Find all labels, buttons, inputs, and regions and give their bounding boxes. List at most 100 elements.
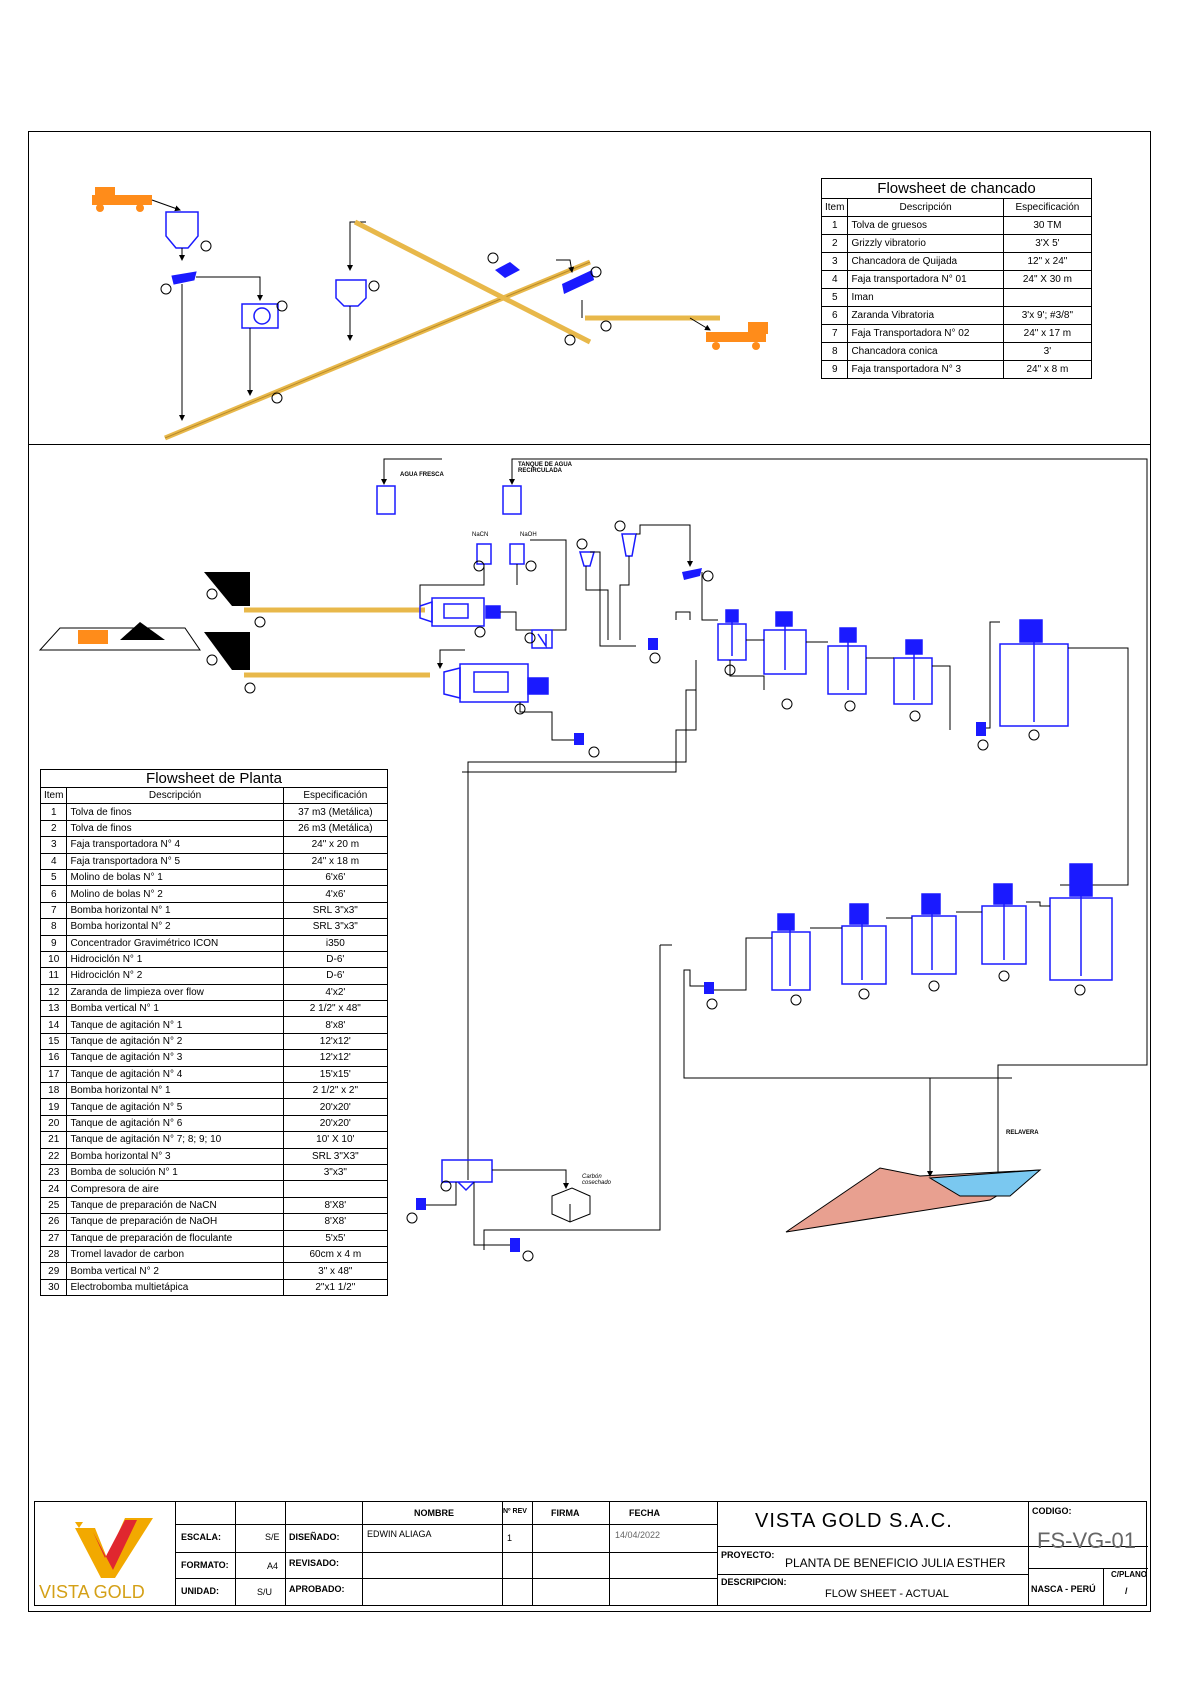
item-number: 1 <box>39 803 68 821</box>
item-specification: 20'x20' <box>282 1114 389 1133</box>
item-specification: 8'x8' <box>282 1016 389 1034</box>
item-description: Faja transportadora N° 5 <box>66 852 284 870</box>
col-header: Especificación <box>1002 198 1093 217</box>
stockpile-icon <box>38 622 201 651</box>
fine-hopper-1-icon <box>204 572 250 606</box>
item-number: 8 <box>820 342 849 361</box>
item-description: Bomba horizontal N° 1 <box>66 901 284 920</box>
item-description: Zaranda Vibratoria <box>847 306 1004 325</box>
plan-label: C/PLANO <box>1111 1570 1147 1579</box>
pump-8-icon <box>648 638 658 650</box>
unit-label: UNIDAD: <box>181 1586 219 1596</box>
section-divider <box>28 444 1151 445</box>
item-specification: 24" x 20 m <box>282 836 389 854</box>
recirculated-water-label: TANQUE DE AGUA RECIRCULADA <box>518 462 572 474</box>
designed-label: DISEÑADO: <box>289 1532 340 1542</box>
logo-text: VISTA GOLD <box>39 1582 145 1602</box>
project-value: PLANTA DE BENEFICIO JULIA ESTHER <box>785 1556 1006 1570</box>
fresh-water-label: AGUA FRESCA <box>400 472 444 478</box>
item-specification: 24" x 18 m <box>282 852 389 870</box>
item-specification: 4'x2' <box>282 983 389 1002</box>
item-description: Molino de bolas N° 1 <box>66 868 284 887</box>
carbon-trommel-icon <box>441 1159 493 1192</box>
nacn-label: NaCN <box>472 532 489 538</box>
item-description: Chancadora de Quijada <box>847 252 1004 271</box>
item-specification: 60cm x 4 m <box>282 1245 389 1264</box>
item-number: 10 <box>39 950 68 969</box>
item-number: 2 <box>39 819 68 838</box>
ball-mill-1-icon <box>419 597 501 627</box>
hydrocyclone-1-icon <box>579 551 595 567</box>
item-number: 27 <box>39 1229 68 1247</box>
description-value: FLOW SHEET - ACTUAL <box>825 1588 949 1600</box>
item-specification: 30 TM <box>1002 216 1093 235</box>
item-number: 29 <box>39 1262 68 1280</box>
item-description: Hidrociclón N° 1 <box>66 950 284 969</box>
designed-date: 14/04/2022 <box>615 1530 661 1540</box>
tailings-label: RELAVERA <box>1006 1130 1039 1136</box>
description-label: DESCRIPCION: <box>721 1577 787 1587</box>
rev-header: Nº REV <box>503 1508 527 1515</box>
item-description: Faja transportadora N° 01 <box>847 270 1004 289</box>
ball-mill-2-icon <box>443 663 549 703</box>
cleaning-screen-icon <box>682 568 702 580</box>
item-number: 26 <box>39 1213 68 1231</box>
name-header: NOMBRE <box>414 1508 454 1518</box>
item-description: Tanque de agitación N° 2 <box>66 1032 284 1051</box>
item-number: 20 <box>39 1114 68 1133</box>
item-number: 15 <box>39 1032 68 1051</box>
item-number: 18 <box>39 1082 68 1100</box>
item-number: 23 <box>39 1163 68 1182</box>
item-description: Tolva de gruesos <box>847 216 1004 235</box>
truck-icon <box>92 187 152 212</box>
item-number: 16 <box>39 1049 68 1067</box>
item-specification: 12" x 24" <box>1002 252 1093 271</box>
item-specification: 6'x6' <box>282 868 389 887</box>
item-number: 30 <box>39 1278 68 1297</box>
agitation-tank-21d-icon <box>771 913 811 991</box>
item-description: Compresora de aire <box>66 1180 284 1198</box>
col-header: Especificación <box>282 786 389 805</box>
item-description: Bomba horizontal N° 3 <box>66 1147 284 1165</box>
item-description: Concentrador Gravimétrico ICON <box>66 934 284 952</box>
item-number: 5 <box>820 288 849 307</box>
unit-value: S/U <box>257 1587 273 1597</box>
col-header: Descripción <box>66 786 284 805</box>
item-specification: 2 1/2" x 48" <box>282 1000 389 1018</box>
item-description: Faja transportadora N° 3 <box>847 360 1004 379</box>
approved-label: APROBADO: <box>289 1584 345 1594</box>
item-number: 24 <box>39 1180 68 1198</box>
code-label: CODIGO: <box>1032 1506 1072 1516</box>
hydrocyclone-2-icon <box>621 533 637 557</box>
item-number: 13 <box>39 1000 68 1018</box>
item-number: 9 <box>820 360 849 379</box>
naoh-tank-icon <box>509 543 525 565</box>
item-number: 28 <box>39 1245 68 1264</box>
plan-value: / <box>1125 1586 1128 1596</box>
item-specification: SRL 3"x3" <box>282 918 389 936</box>
item-specification: D-6' <box>282 967 389 985</box>
vista-gold-logo-icon <box>75 1518 153 1578</box>
carbon-label: Carbón cosechado <box>582 1174 612 1186</box>
item-number: 6 <box>820 306 849 325</box>
item-description: Tanque de agitación N° 5 <box>66 1098 284 1116</box>
col-header: Descripción <box>847 198 1004 217</box>
item-number: 17 <box>39 1065 68 1084</box>
